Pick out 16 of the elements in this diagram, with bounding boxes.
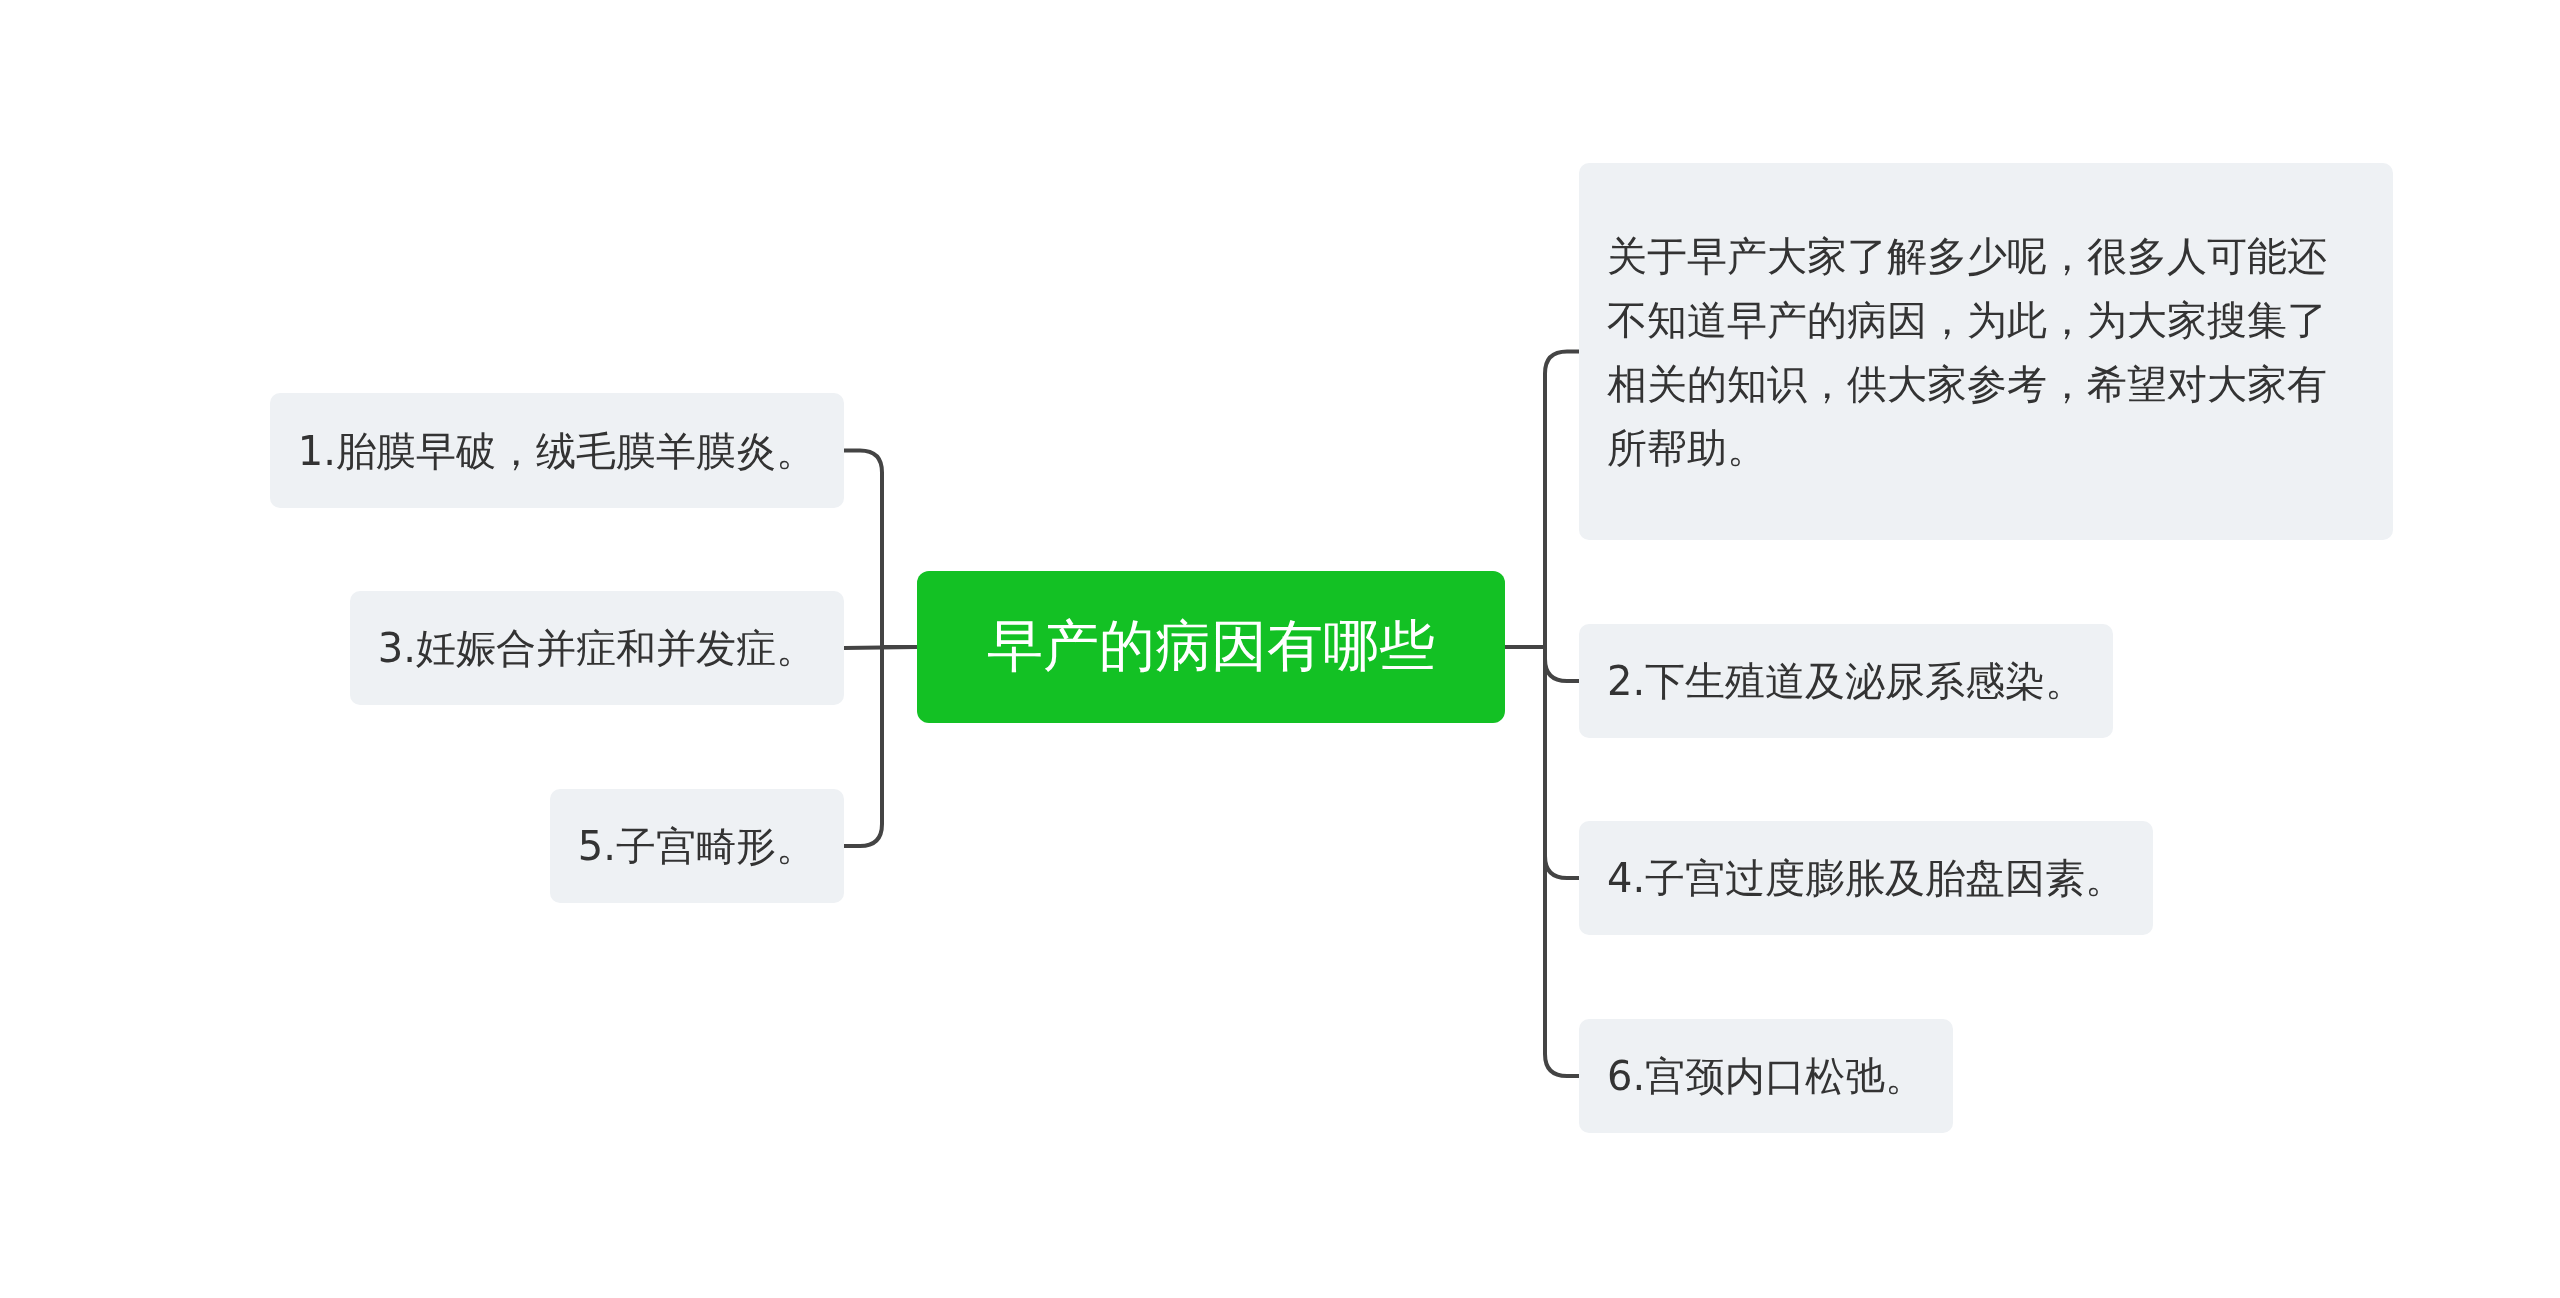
topic-box [917, 571, 1505, 723]
subtopic-box [1579, 821, 2154, 935]
subtopic-box [549, 789, 844, 903]
subtopic-box [1579, 163, 2393, 540]
subtopic-text: 关于早产大家了解多少呢，很多人可能还不知道早产的病因，为此，为大家搜集了相关的知识，供大家参考，希望对大家有所帮助。 [1607, 231, 2328, 473]
subtopic-box [349, 591, 844, 705]
subtopic-text: 4.子宫过度膨胀及胎盘因素。 [1607, 854, 2126, 903]
subtopic-text: 1.胎膜早破，绒毛膜羊膜炎。 [297, 426, 816, 476]
subtopic-text: 2.下生殖道及泌尿系感染。 [1607, 657, 2086, 706]
subtopic-box [1579, 624, 2114, 738]
topic-text: 早产的病因有哪些 [987, 612, 1435, 680]
subtopic-text: 6.宫颈内口松弛。 [1607, 1052, 1926, 1101]
subtopic-box [269, 393, 844, 508]
subtopic-box [1579, 1019, 1954, 1133]
subtopic-text: 5.子宫畸形。 [577, 822, 816, 871]
subtopic-text: 3.妊娠合并症和并发症。 [377, 624, 816, 673]
